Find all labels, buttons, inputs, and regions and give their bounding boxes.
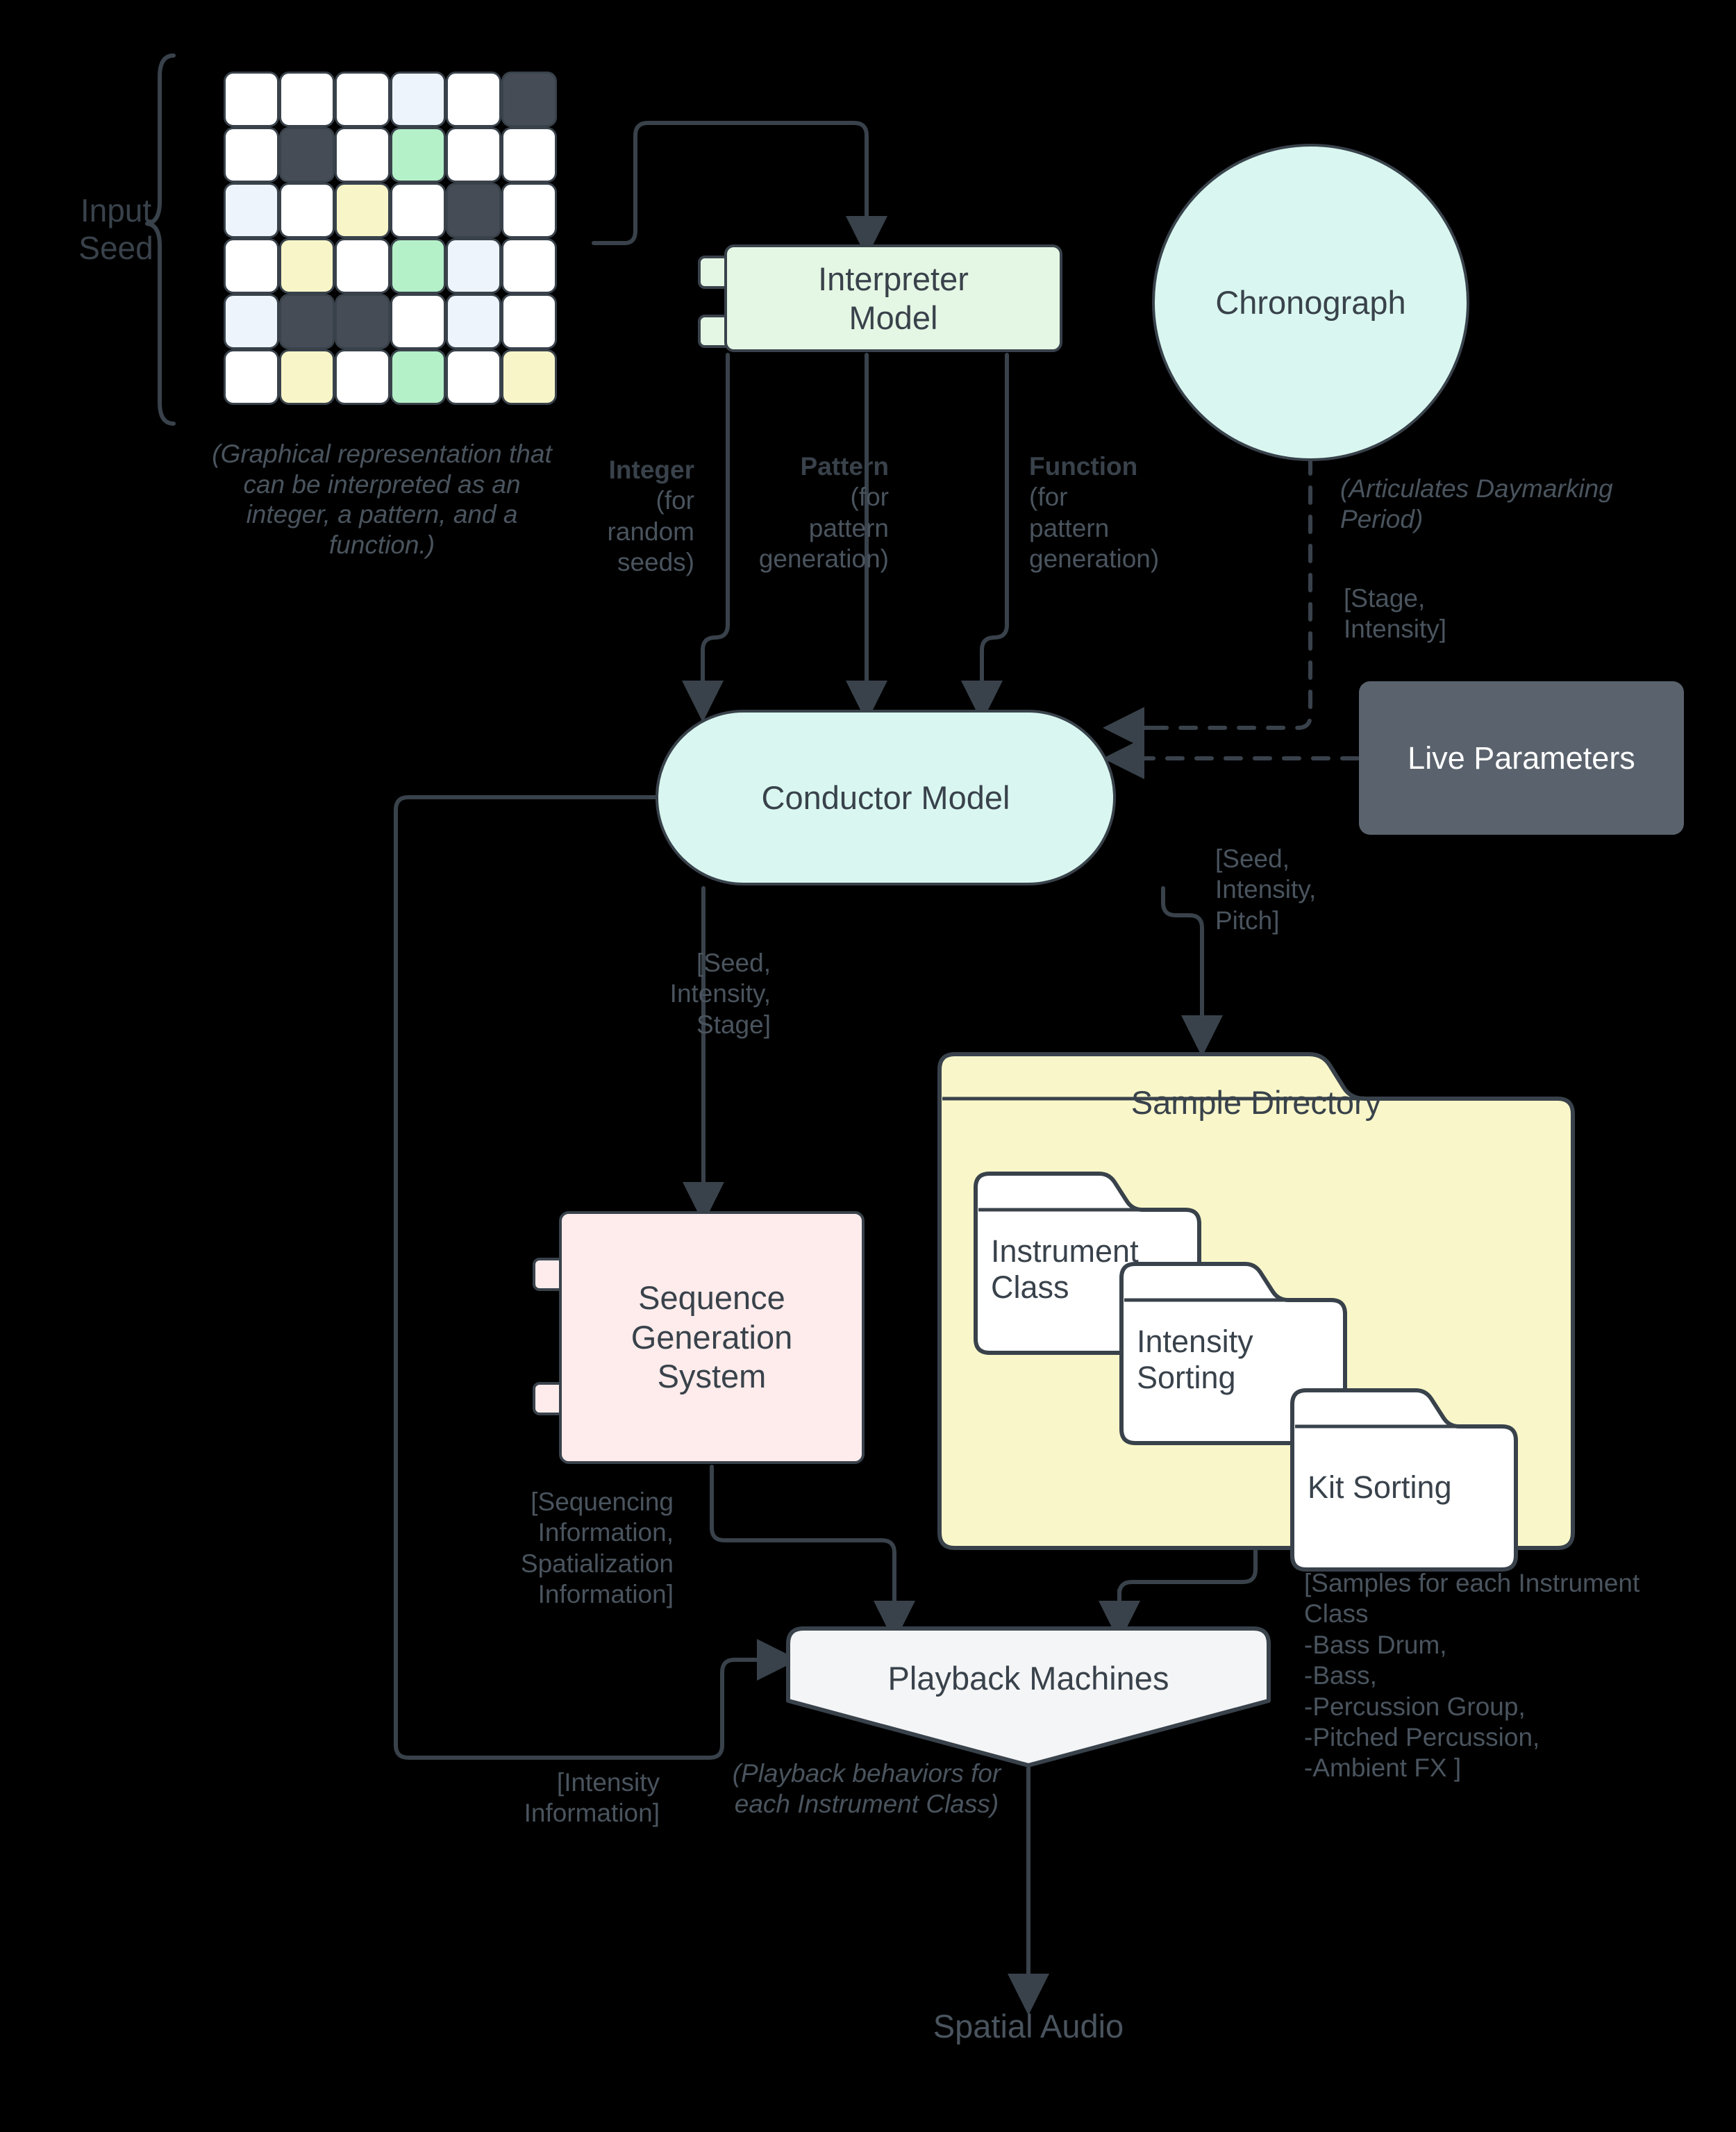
edge-label-seed-intensity-stage: [Seed, Intensity, Stage] [669,949,771,1039]
edge-label-playback-behaviors: (Playback behaviors for each Instrument … [732,1759,1001,1819]
folder-kit-sorting[interactable]: Kit Sorting [1290,1386,1519,1577]
seed-cell-5-3 [390,349,446,405]
seed-cell-2-5 [501,183,557,238]
folder-intensity-sorting[interactable]: Intensity Sorting [1119,1260,1348,1451]
seed-cell-1-4 [446,127,501,183]
seed-cell-2-3 [390,183,446,238]
seed-cell-4-2 [335,294,390,349]
seed-cell-3-4 [446,238,501,294]
seed-cell-0-0 [224,72,279,127]
edge-label-function-body: (for pattern generation) [1029,483,1160,574]
edge-label-intensity-information: [Intensity Information] [524,1768,660,1828]
seed-cell-3-5 [501,238,557,294]
seed-cell-5-4 [446,349,501,405]
sample-directory-title: Sample Directory [1130,1084,1382,1121]
seed-cell-3-3 [390,238,446,294]
edge-conductor-to-sampledir [1161,886,1204,1009]
folder-label: Instrument Class [991,1233,1139,1306]
edge-label-pattern: Pattern (for pattern generation) [708,451,889,575]
seed-cell-0-4 [446,72,501,127]
node-spatial-audio: Spatial Audio [933,2008,1124,2044]
node-chronograph[interactable]: Chronograph [1152,144,1469,461]
playback-machines-label: Playback Machines [887,1660,1169,1697]
seed-cell-2-4 [446,183,501,238]
edge-label-integer-body: (for random seeds) [607,486,694,577]
node-conductor-model[interactable]: Conductor Model [656,710,1116,885]
seed-cell-2-1 [279,183,335,238]
input-seed-caption: (Graphical representation that can be in… [212,440,552,559]
edge-label-seed-intensity-pitch: [Seed, Intensity, Pitch] [1215,844,1317,935]
edge-label-integer: Integer (for random seeds) [549,455,694,578]
playback-machines-shape [786,1626,1271,1767]
node-interpreter-model[interactable]: Interpreter Model [724,244,1062,352]
seed-cell-1-0 [224,127,279,183]
seed-cell-0-2 [335,72,390,127]
edge-label-pattern-body: (for pattern generation) [758,483,889,574]
node-live-parameters[interactable]: Live Parameters [1359,681,1684,835]
edge-label-integer-head: Integer [608,456,694,484]
input-seed-label: Input Seed [78,192,153,267]
node-playback-machines[interactable]: Playback Machines [785,1626,1271,1768]
seed-cell-5-5 [501,349,557,405]
seed-cell-1-1 [279,127,335,183]
seed-cell-3-2 [335,238,390,294]
seed-cell-0-5 [501,72,557,127]
seed-cell-4-3 [390,294,446,349]
node-sample-directory[interactable]: Sample Directory Instrument Class Intens… [937,1031,1576,1572]
seed-cell-2-2 [335,183,390,238]
seed-cell-2-0 [224,183,279,238]
folder-label: Kit Sorting [1308,1469,1452,1505]
seed-cell-1-5 [501,127,557,183]
edge-label-function: Function (for pattern generation) [1029,451,1210,575]
edge-label-sequencing-spatialization: [Sequencing Information, Spatialization … [520,1488,674,1609]
seed-cell-5-0 [224,349,279,405]
edge-label-stage-intensity: [Stage, Intensity] [1344,584,1447,644]
seed-cell-4-5 [501,294,557,349]
seed-cell-4-1 [279,294,335,349]
edge-seqgen-to-playback [710,1465,896,1592]
seed-cell-1-2 [335,127,390,183]
seed-cell-3-1 [279,238,335,294]
seed-cell-4-4 [446,294,501,349]
input-seed-grid [224,72,557,405]
folder-icon [1290,1388,1518,1572]
seed-cell-3-0 [224,238,279,294]
edge-seed-to-interpreter [592,121,869,245]
seed-cell-5-1 [279,349,335,405]
seed-cell-1-3 [390,127,446,183]
edge-label-pattern-head: Pattern [800,452,889,481]
folder-icon [1119,1262,1347,1445]
edge-label-function-head: Function [1029,452,1138,481]
seed-cell-4-0 [224,294,279,349]
seed-cell-0-1 [279,72,335,127]
seed-cell-0-3 [390,72,446,127]
edge-label-samples-list: [Samples for each Instrument Class -Bass… [1304,1569,1640,1783]
node-sequence-generation-system[interactable]: Sequence Generation System [559,1211,865,1464]
folder-label: Intensity Sorting [1137,1324,1253,1396]
seed-cell-5-2 [335,349,390,405]
edge-sampledir-to-playback [1117,1549,1258,1597]
edge-function [980,353,1009,669]
edge-label-chronograph-note: (Articulates Daymarking Period) [1340,474,1613,534]
